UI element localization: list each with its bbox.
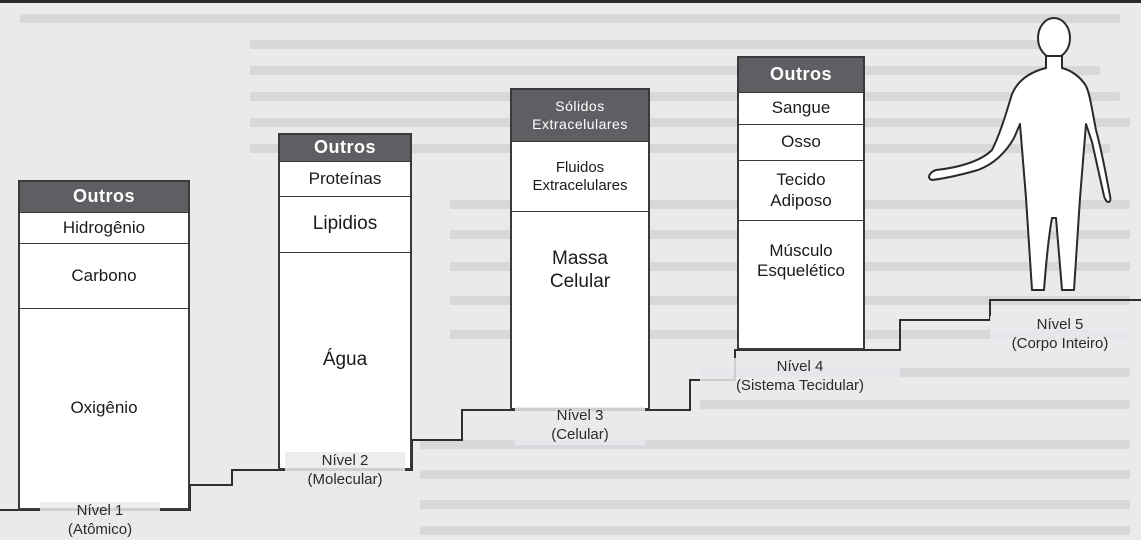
level-4-label: Nível 4 (Sistema Tecidular) — [700, 358, 900, 396]
level-2-label: Nível 2 (Molecular) — [285, 452, 405, 490]
level-3-column: Sólidos Extracelulares Fluidos Extracelu… — [510, 88, 650, 410]
level-3-cell-massa-celular: Massa Celular — [549, 248, 611, 292]
level-4-cell-outros: Outros — [739, 58, 863, 93]
level-5-label: Nível 5 (Corpo Inteiro) — [990, 316, 1130, 354]
level-4-cell-tecido-adiposo: Tecido Adiposo — [739, 161, 863, 221]
level-1-cell-carbono: Carbono — [20, 244, 188, 309]
level-3-cell-solidos-extracelulares: Sólidos Extracelulares — [512, 90, 648, 142]
level-4-cell-sangue: Sangue — [739, 93, 863, 125]
level-4-cell-musculo-esqueletico: Músculo Esquelético — [757, 241, 845, 281]
level-4-cell-osso: Osso — [739, 125, 863, 161]
top-rule — [0, 0, 1141, 3]
human-body-outline-icon — [928, 17, 1112, 291]
level-2-cell-outros: Outros — [280, 135, 410, 162]
level-3-label: Nível 3 (Celular) — [515, 407, 645, 445]
level-2-cell-agua: Água — [322, 349, 368, 371]
level-1-cell-hidrogenio: Hidrogênio — [20, 213, 188, 244]
level-1-label: Nível 1 (Atômico) — [40, 502, 160, 540]
level-4-column: Outros Sangue Osso Tecido Adiposo Múscul… — [737, 56, 865, 350]
level-1-cell-outros: Outros — [20, 182, 188, 213]
level-2-cell-proteinas: Proteínas — [280, 162, 410, 197]
level-2-cell-lipidios: Lipidios — [280, 197, 410, 253]
level-1-column: Outros Hidrogênio Carbono Oxigênio — [18, 180, 190, 510]
level-2-column: Outros Proteínas Lipidios Água — [278, 133, 412, 470]
level-3-cell-fluidos-extracelulares: Fluidos Extracelulares — [512, 142, 648, 212]
level-1-cell-oxigenio: Oxigênio — [70, 398, 138, 418]
